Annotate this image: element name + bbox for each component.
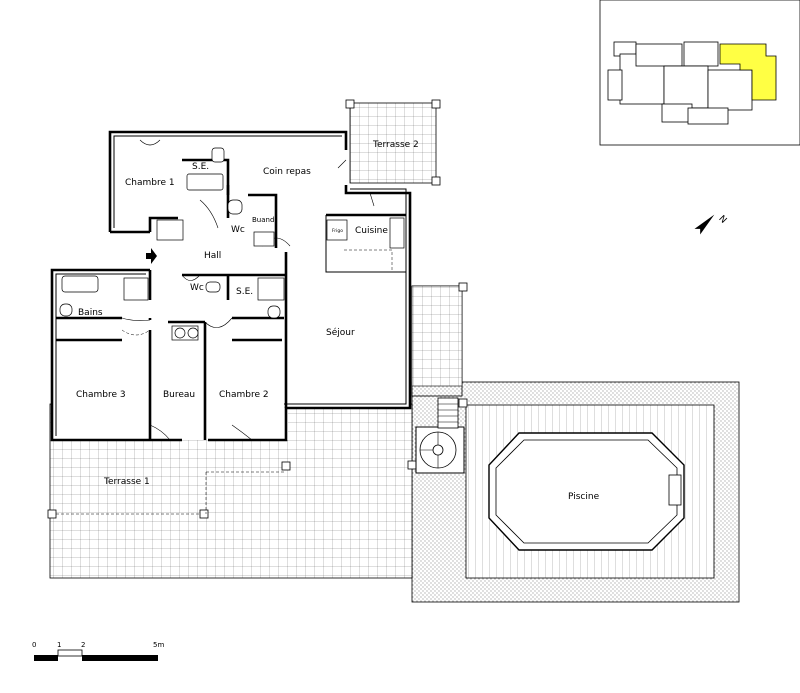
label-se-top: S.E. (192, 162, 209, 172)
label-frigo: Frigo (332, 228, 343, 234)
label-bureau: Bureau (163, 390, 195, 400)
doors (121, 139, 375, 441)
label-buanderie: Buand. (252, 216, 277, 224)
label-terrasse-2: Terrasse 2 (372, 140, 419, 150)
entry-arrow-icon (146, 248, 157, 264)
label-piscine: Piscine (568, 492, 600, 502)
label-se-mid: S.E. (236, 287, 253, 297)
scale-tick-2: 2 (81, 641, 85, 649)
exterior-walls (50, 130, 412, 442)
label-wc-top: Wc (231, 225, 245, 235)
scale-bar: 0 1 2 5m (32, 641, 164, 661)
key-plan-highlight (719, 43, 777, 101)
scale-tick-5m: 5m (153, 641, 164, 649)
fixtures (59, 147, 405, 341)
label-wc-mid: Wc (190, 283, 204, 293)
label-chambre-3: Chambre 3 (76, 390, 126, 400)
interior-walls (56, 158, 406, 440)
terrasse-2-floor (349, 102, 437, 184)
label-cuisine: Cuisine (355, 226, 388, 236)
key-plan (599, 0, 800, 146)
pool (488, 432, 685, 551)
scale-tick-1: 1 (57, 641, 61, 649)
label-hall: Hall (204, 251, 221, 261)
spiral-stair (415, 397, 465, 474)
label-terrasse-1: Terrasse 1 (103, 477, 150, 487)
label-chambre-1: Chambre 1 (125, 178, 175, 188)
room-labels: Chambre 1 S.E. Coin repas Terrasse 2 Wc … (76, 140, 600, 502)
terrace-strip (411, 285, 463, 387)
label-sejour: Séjour (326, 327, 355, 338)
north-arrow-icon: N (694, 214, 728, 235)
scale-tick-0: 0 (32, 641, 36, 649)
label-bains: Bains (78, 308, 103, 318)
label-chambre-2: Chambre 2 (219, 390, 269, 400)
label-coin-repas: Coin repas (263, 167, 311, 177)
north-label: N (716, 214, 728, 226)
